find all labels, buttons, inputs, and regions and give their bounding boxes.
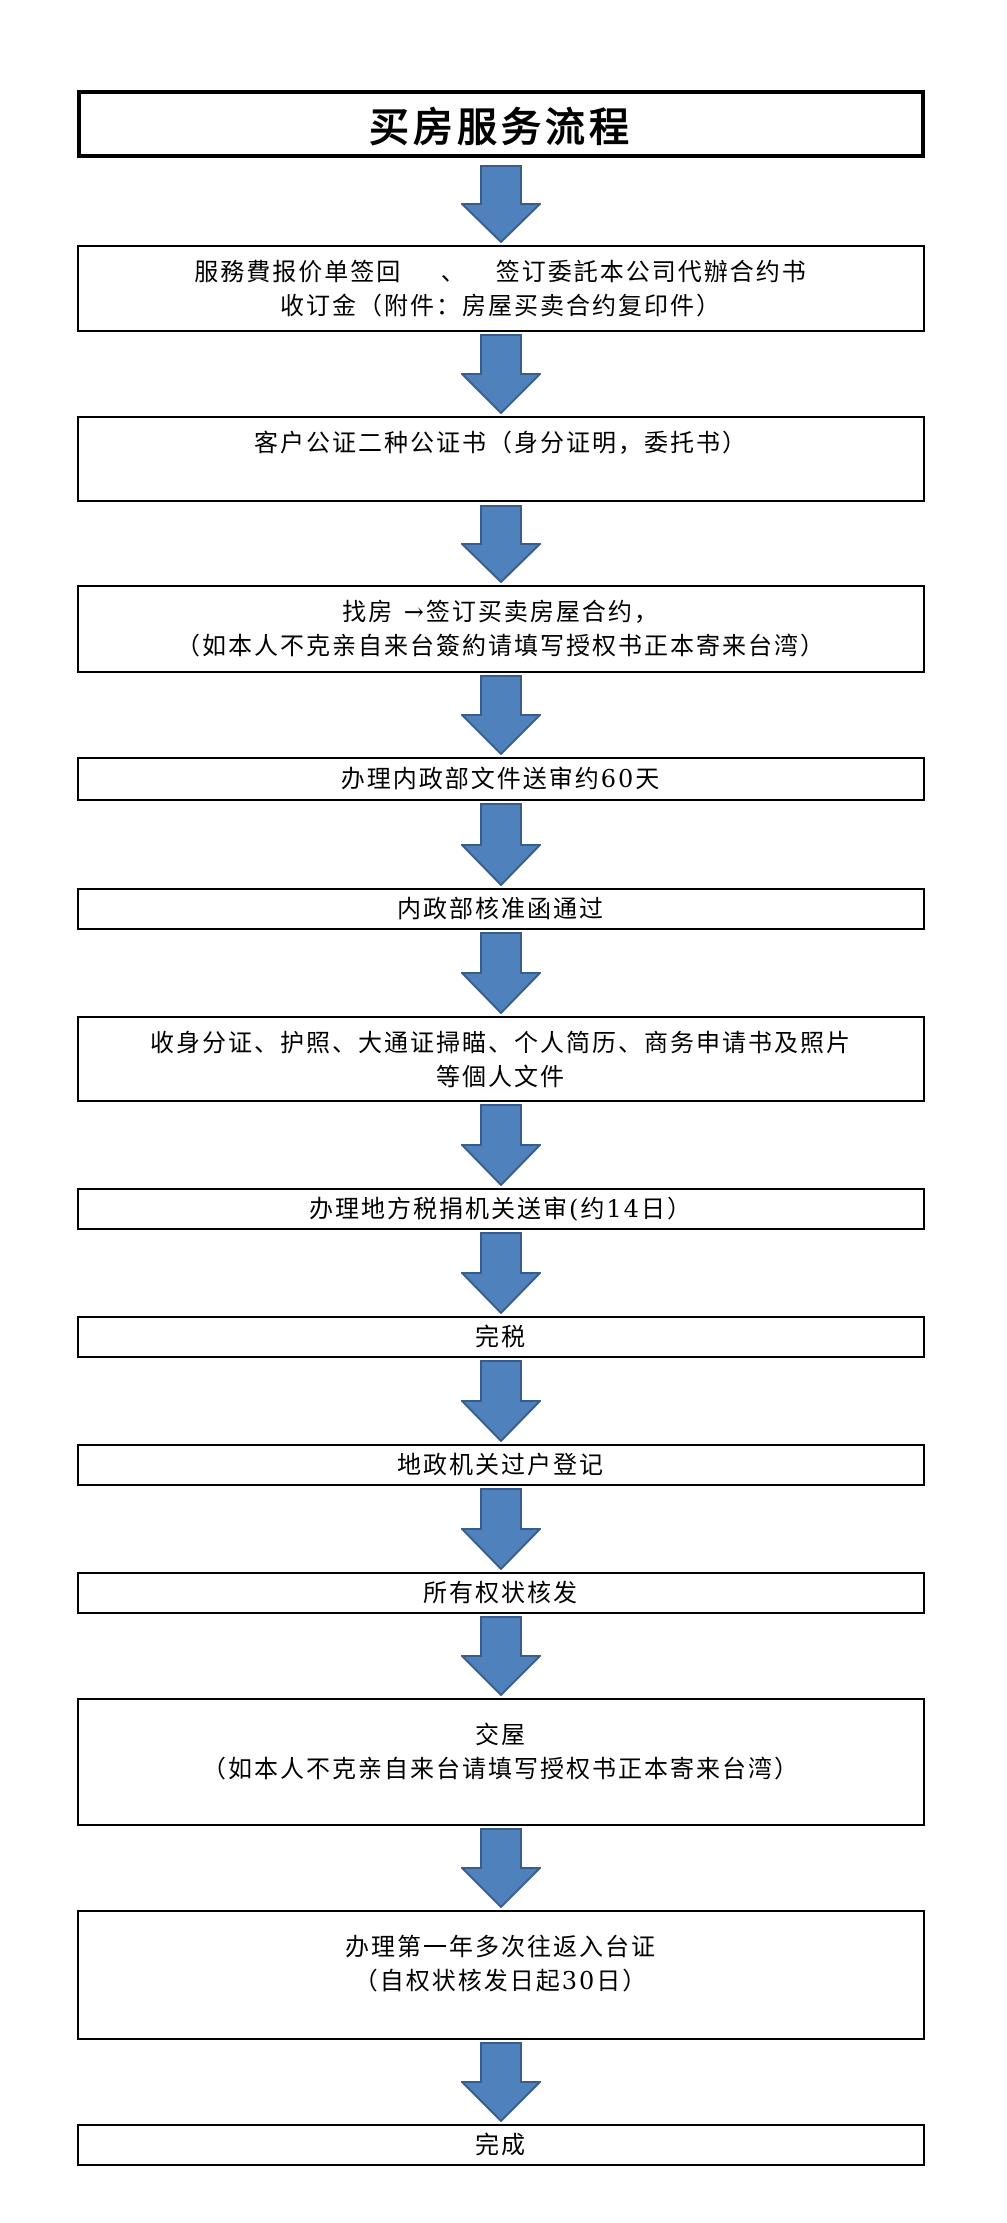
- flow-arrow-1: [461, 165, 541, 243]
- step-box-3: 找房 →签订买卖房屋合约， （如本人不克亲自来台簽約请填写授权书正本寄来台湾）: [77, 585, 925, 673]
- flow-arrow-13: [461, 2042, 541, 2122]
- flow-arrow-5: [461, 803, 541, 886]
- step-box-10: 所有权状核发: [77, 1572, 925, 1614]
- flow-arrow-9: [461, 1360, 541, 1442]
- step-box-9: 地政机关过户登记: [77, 1444, 925, 1486]
- step-12-line-2: （自权状核发日起30日）: [353, 1967, 649, 1995]
- flow-arrow-7: [461, 1104, 541, 1186]
- flow-arrow-6: [461, 932, 541, 1014]
- step-box-13: 完成: [77, 2124, 925, 2166]
- step-box-6: 收身分证、护照、大通证掃瞄、个人简历、商务申请书及照片 等個人文件: [77, 1016, 925, 1102]
- flow-arrow-4: [461, 675, 541, 755]
- step-11-line-1: 交屋: [475, 1721, 527, 1749]
- step-10-line-1: 所有权状核发: [423, 1579, 579, 1607]
- step-7-line-1: 办理地方税捐机关送审(约14日）: [309, 1195, 693, 1223]
- step-box-8: 完税: [77, 1316, 925, 1358]
- step-8-line-1: 完税: [475, 1323, 527, 1351]
- step-3-line-1: 找房 →签订买卖房屋合约，: [342, 598, 660, 626]
- step-4-line-1: 办理内政部文件送审约60天: [340, 765, 662, 793]
- flow-arrow-11: [461, 1616, 541, 1696]
- step-box-5: 内政部核准函通过: [77, 888, 925, 930]
- step-box-12: 办理第一年多次往返入台证 （自权状核发日起30日）: [77, 1910, 925, 2040]
- step-1-line-2: 收订金（附件：房屋买卖合约复印件）: [280, 292, 722, 320]
- step-2-line-1: 客户公证二种公证书（身分证明，委托书）: [254, 429, 748, 457]
- step-9-line-1: 地政机关过户登记: [397, 1451, 605, 1479]
- step-box-1: 服務費报价单签回 、 签订委託本公司代辦合约书 收订金（附件：房屋买卖合约复印件…: [77, 245, 925, 332]
- step-box-4: 办理内政部文件送审约60天: [77, 757, 925, 801]
- flow-arrow-10: [461, 1488, 541, 1570]
- step-11-line-2: （如本人不克亲自来台请填写授权书正本寄来台湾）: [202, 1755, 800, 1783]
- flowchart-title: 买房服务流程: [369, 105, 633, 151]
- step-3-line-2: （如本人不克亲自来台簽約请填写授权书正本寄来台湾）: [176, 632, 826, 660]
- step-box-2: 客户公证二种公证书（身分证明，委托书）: [77, 416, 925, 502]
- step-5-line-1: 内政部核准函通过: [397, 895, 605, 923]
- step-1-line-1: 服務費报价单签回 、 签订委託本公司代辦合约书: [194, 258, 808, 286]
- flow-arrow-8: [461, 1232, 541, 1314]
- flow-arrow-12: [461, 1828, 541, 1908]
- step-6-line-2: 等個人文件: [436, 1063, 566, 1091]
- flow-arrow-3: [461, 505, 541, 583]
- step-13-line-1: 完成: [475, 2131, 527, 2159]
- step-box-11: 交屋 （如本人不克亲自来台请填写授权书正本寄来台湾）: [77, 1698, 925, 1826]
- step-12-line-1: 办理第一年多次往返入台证: [345, 1933, 657, 1961]
- step-box-7: 办理地方税捐机关送审(约14日）: [77, 1188, 925, 1230]
- step-6-line-1: 收身分证、护照、大通证掃瞄、个人简历、商务申请书及照片: [150, 1029, 852, 1057]
- flow-arrow-2: [461, 334, 541, 414]
- flowchart-title-box: 买房服务流程: [77, 90, 925, 158]
